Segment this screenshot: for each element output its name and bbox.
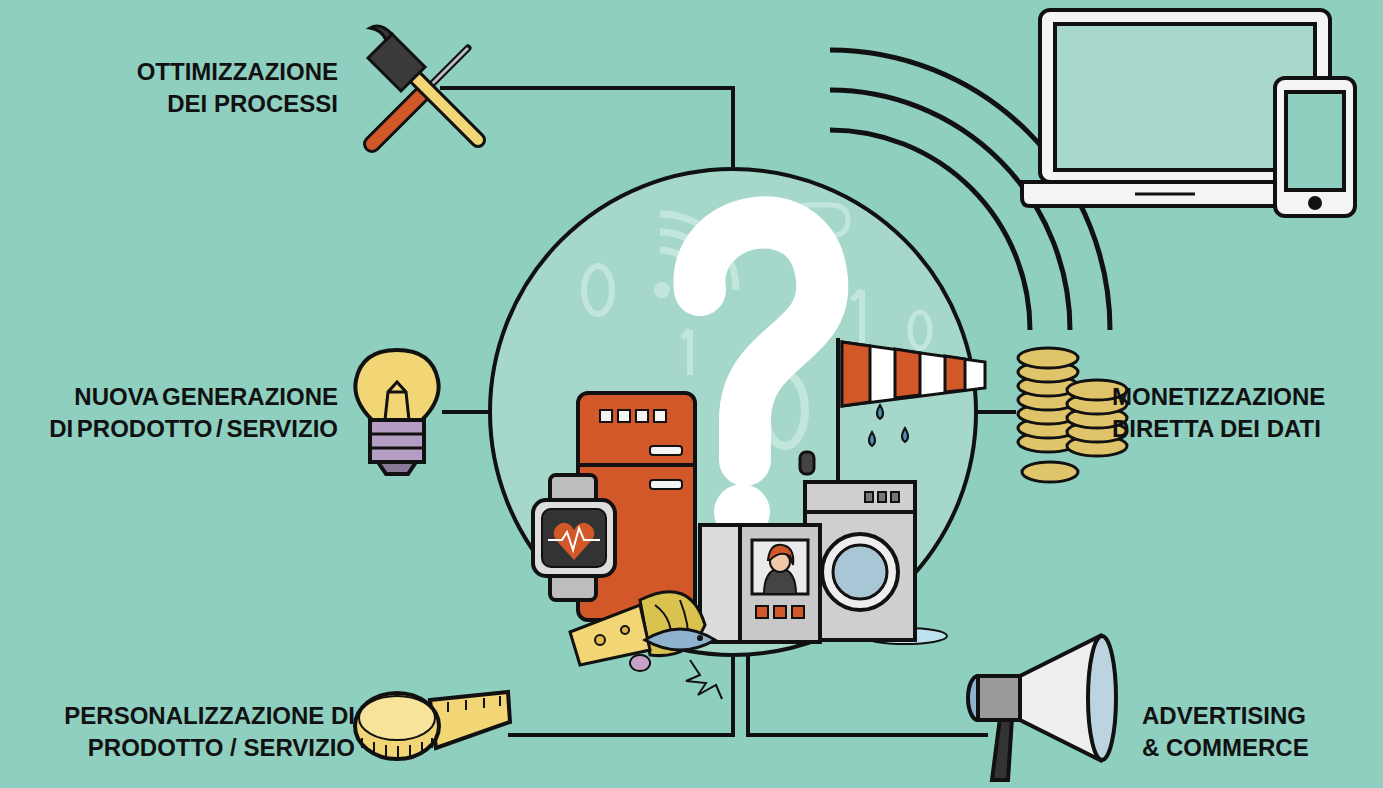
intercom <box>700 525 820 642</box>
windsock <box>800 338 985 480</box>
wires <box>440 88 1016 735</box>
phone-icon <box>1275 78 1355 216</box>
tape-measure-icon <box>355 692 510 759</box>
data-circle <box>490 169 976 655</box>
category-label: NUOVA GENERAZIONE DI PRODOTTO / SERVIZIO <box>47 381 338 445</box>
category-label: PERSONALIZZAZIONE DI PRODOTTO / SERVIZIO <box>4 700 355 764</box>
coins-icon <box>1018 348 1127 482</box>
category-label: OTTIMIZZAZIONE DEI PROCESSI <box>128 56 338 120</box>
category-label: MONETIZZAZIONE DIRETTA DEI DATI <box>1112 381 1378 445</box>
tools-icon <box>368 26 478 144</box>
food <box>570 592 722 699</box>
smartwatch <box>533 475 615 600</box>
lightbulb-icon <box>355 350 438 474</box>
washing-machine <box>805 482 947 644</box>
category-label: ADVERTISING & COMMERCE <box>1142 700 1320 764</box>
megaphone-icon <box>968 636 1116 780</box>
